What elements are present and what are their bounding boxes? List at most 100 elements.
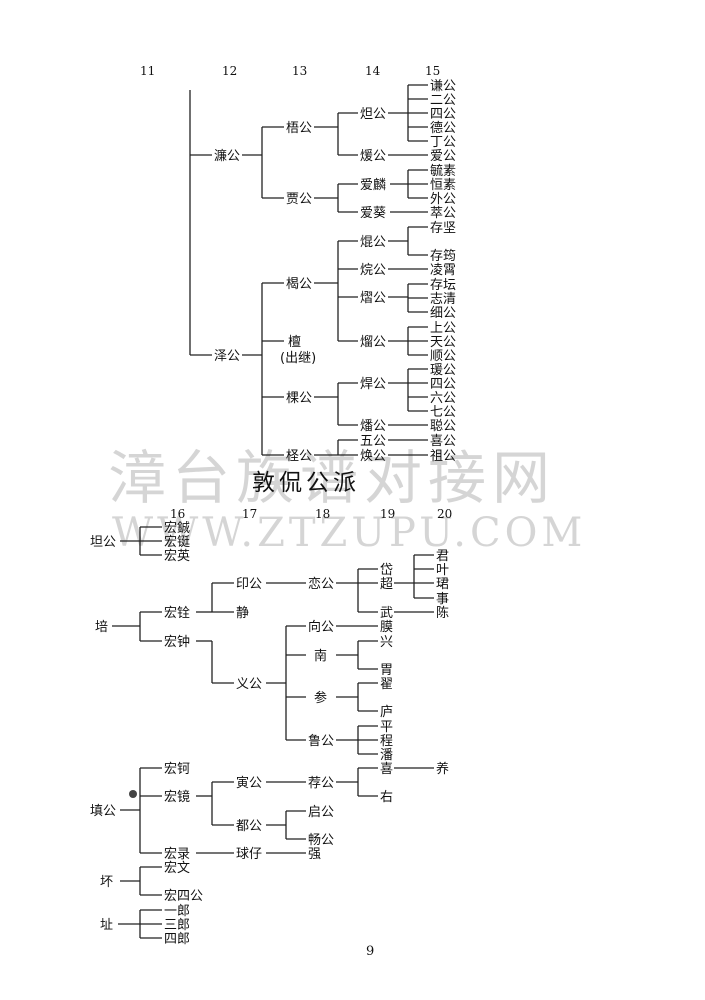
person-name: 事 <box>436 592 449 607</box>
person-name: 宏铤 <box>164 535 190 550</box>
gen-label: 12 <box>222 64 237 78</box>
person-name: 七公 <box>430 405 456 420</box>
person-name: 焊公 <box>360 376 386 392</box>
person-name: 聪公 <box>430 419 456 434</box>
top-generation-header: 11 12 13 14 15 <box>140 64 440 78</box>
root-name: 址 <box>100 918 113 933</box>
bottom-generation-header: 16 17 18 19 20 <box>170 507 452 521</box>
person-name: 檀 <box>288 334 301 350</box>
gen-label: 11 <box>140 64 155 78</box>
gen-label: 18 <box>315 507 330 521</box>
person-name: 胃 <box>380 663 393 678</box>
person-name: 参 <box>314 690 327 706</box>
person-name: 启公 <box>308 805 334 820</box>
person-name: 宏铨 <box>164 606 190 621</box>
person-name: 楬公 <box>286 277 312 292</box>
gen-label: 16 <box>170 507 185 521</box>
person-name: 萃公 <box>430 206 456 221</box>
root-name: 填公 <box>90 804 116 819</box>
root-name: 坏 <box>100 875 113 890</box>
person-name: 五公 <box>360 434 386 449</box>
person-name: 宏钟 <box>164 634 190 650</box>
person-name: 寅公 <box>236 775 262 791</box>
person-name: 三郎 <box>164 918 190 933</box>
page-number: 9 <box>366 944 374 959</box>
person-name: 熘公 <box>360 335 386 350</box>
person-name: 宏文 <box>164 861 190 876</box>
person-name: 平 <box>380 720 393 735</box>
person-name: 印公 <box>236 577 262 592</box>
bottom-tree-lines <box>112 526 434 939</box>
person-name: 畅公 <box>308 833 334 848</box>
person-name: 宏鋮 <box>164 520 190 536</box>
person-name: 丁公 <box>430 135 456 150</box>
person-name: 潘 <box>380 748 393 763</box>
person-name: 炟公 <box>360 107 386 122</box>
person-name: 右 <box>380 790 393 805</box>
person-name: 翟 <box>380 677 393 692</box>
section-title: 敦侃公派 <box>252 470 360 496</box>
person-name: 静 <box>236 606 249 621</box>
person-name: 烷公 <box>360 263 386 278</box>
person-name: 宏钶 <box>164 762 190 777</box>
bottom-tree-names: 坦公 培 填公 坏 址 宏鋮 宏铤 宏英 宏铨 宏钟 宏钶 宏镜 宏录 宏文 宏… <box>90 520 449 947</box>
person-name: 庐 <box>380 705 393 720</box>
person-name: 膜 <box>380 620 393 635</box>
person-name: 四郎 <box>164 932 190 947</box>
gen-label: 17 <box>242 507 257 521</box>
person-name: 都公 <box>236 819 262 834</box>
person-name: 南 <box>314 648 327 664</box>
person-name: 泽公 <box>214 349 240 364</box>
person-name: 凌霄 <box>430 263 456 278</box>
person-name: 兴 <box>380 635 393 650</box>
person-name: 存坚 <box>430 221 456 236</box>
person-name: 四公 <box>430 377 456 392</box>
top-tree-lines <box>189 84 428 456</box>
person-name: 宏英 <box>164 549 190 564</box>
person-name: 恋公 <box>308 576 334 592</box>
person-name: 武 <box>380 606 393 621</box>
person-name: 岱 <box>380 563 393 578</box>
person-name: 喜公 <box>430 434 456 449</box>
person-name: 濂公 <box>214 149 240 164</box>
person-name: 熠公 <box>360 291 386 306</box>
root-name: 坦公 <box>90 535 116 550</box>
person-name: 梧公 <box>286 121 312 136</box>
person-name: 燔公 <box>360 419 386 434</box>
person-name: 祖公 <box>430 449 456 464</box>
person-name: 强 <box>308 847 321 862</box>
person-name: 毓素 <box>430 163 456 179</box>
root-name: 培 <box>95 619 108 635</box>
person-name: 陈 <box>436 605 449 621</box>
gen-label: 13 <box>292 64 307 78</box>
person-name: 超 <box>380 577 393 592</box>
person-name: 宏四公 <box>164 889 203 904</box>
person-name: 德公 <box>430 121 456 136</box>
gen-label: 19 <box>380 507 395 521</box>
person-name: 棵公 <box>286 391 312 406</box>
person-name: 志清 <box>430 292 456 307</box>
gen-label: 15 <box>425 64 440 78</box>
person-name: 贾公 <box>286 192 312 207</box>
person-name: 喜 <box>380 762 393 777</box>
person-name: 君 <box>436 549 449 564</box>
ink-blot <box>129 790 137 798</box>
top-tree-names: 濂公 泽公 梧公 贾公 楬公 檀 (出继) 棵公 柽公 炟公 煖公 爱麟 爱葵 … <box>214 79 456 464</box>
person-name: 鲁公 <box>308 734 334 749</box>
person-name: 柽公 <box>286 449 312 464</box>
person-name: 细公 <box>430 306 456 321</box>
person-name: 珺 <box>436 577 449 592</box>
gen-label: 20 <box>437 507 452 521</box>
person-name: 存坛 <box>430 278 456 293</box>
person-name: 煖公 <box>360 149 386 164</box>
person-name: 养 <box>436 761 449 777</box>
person-name: 叶 <box>436 563 449 578</box>
person-name: 义公 <box>236 677 262 692</box>
person-name: 向公 <box>308 619 334 635</box>
person-name: 焜公 <box>360 235 386 250</box>
person-name: 爱麟 <box>360 177 386 193</box>
person-name: 谦公 <box>430 79 456 94</box>
person-name: 程 <box>380 734 393 749</box>
person-name: 宏镜 <box>164 790 190 805</box>
person-name: 外公 <box>430 192 456 207</box>
